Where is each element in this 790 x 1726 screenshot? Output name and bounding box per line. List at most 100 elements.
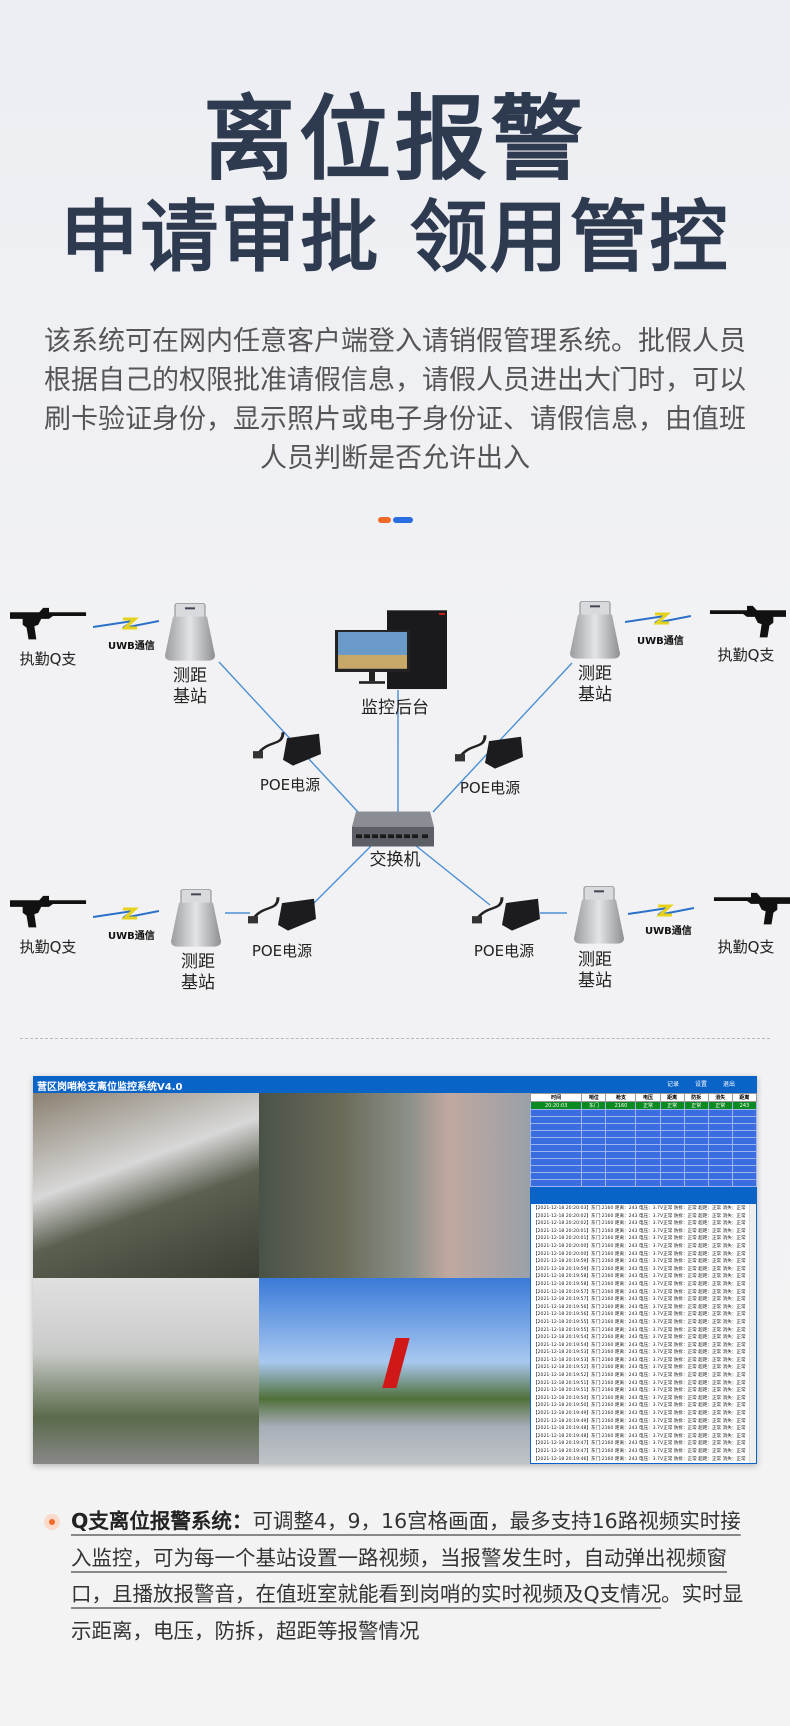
uwb-label: UWB通信	[645, 926, 692, 937]
table-cell	[707, 1137, 733, 1145]
uwb-label: UWB通信	[637, 636, 684, 647]
log-entry: 【2021-12-18 20:19:53】东门:2160 距离：243 电压：3…	[533, 1357, 746, 1363]
table-cell	[529, 1179, 583, 1187]
table-cell	[581, 1151, 607, 1159]
switch-label: 交换机	[369, 850, 421, 870]
log-entry: 【2021-12-18 20:19:48】东门:2160 距离：243 电压：3…	[533, 1433, 746, 1439]
table-cell	[581, 1172, 607, 1180]
log-entry: 【2021-12-18 20:19:51】东门:2160 距离：243 电压：3…	[533, 1380, 746, 1386]
table-cell	[529, 1109, 583, 1117]
log-entry: 【2021-12-18 20:20:02】东门:2160 距离：243 电压：3…	[533, 1213, 746, 1219]
table-row[interactable]	[529, 1130, 758, 1138]
table-cell	[731, 1158, 758, 1166]
table-cell	[635, 1172, 661, 1180]
rifle-icon	[713, 892, 790, 925]
video-feed-3[interactable]	[33, 1278, 259, 1464]
log-entry: 【2021-12-18 20:20:00】东门:2160 距离：243 电压：3…	[533, 1243, 746, 1249]
table-cell	[707, 1130, 733, 1138]
column-header: 电压	[635, 1093, 661, 1102]
table-cell	[635, 1144, 661, 1152]
log-scrollbar[interactable]	[749, 1204, 756, 1463]
table-row[interactable]	[529, 1158, 758, 1166]
log-entry: 【2021-12-18 20:19:52】东门:2160 距离：243 电压：3…	[533, 1373, 746, 1379]
table-row[interactable]	[529, 1109, 758, 1117]
log-entry: 【2021-12-18 20:19:47】东门:2160 距离：243 电压：3…	[533, 1441, 746, 1447]
table-cell	[529, 1158, 583, 1166]
gun-label: 执勤Q支	[717, 938, 775, 956]
monitor-label: 监控后台	[361, 698, 429, 718]
menu-record[interactable]: 记录	[667, 1081, 680, 1088]
log-entry: 【2021-12-18 20:20:01】东门:2160 距离：243 电压：3…	[533, 1236, 746, 1242]
table-cell	[707, 1179, 733, 1187]
table-row[interactable]	[529, 1116, 758, 1124]
table-cell	[605, 1158, 637, 1166]
title-line-1: 离位报警	[202, 86, 587, 193]
table-cell	[529, 1144, 583, 1152]
indicator-dot-blue	[393, 517, 413, 523]
table-row[interactable]	[529, 1172, 758, 1180]
table-cell	[605, 1123, 637, 1131]
feature-body: 可调整4，9，16宫格画面，最多支持16路视频实时接入监控，可为每一个基站设置一…	[71, 1509, 741, 1606]
table-cell	[605, 1137, 637, 1145]
wireless-signal-icon	[93, 907, 159, 920]
table-cell	[635, 1137, 661, 1145]
table-row[interactable]	[529, 1144, 758, 1152]
table-row[interactable]	[529, 1123, 758, 1131]
network-diagram: 执勤Q支 执勤Q支 执勤Q支 执勤Q支 UWB通信 UWB通信 UWB通信 UW…	[10, 601, 790, 994]
log-entry: 【2021-12-18 20:19:59】东门:2160 距离：243 电压：3…	[533, 1266, 746, 1272]
wireless-signal-icon	[93, 617, 159, 630]
connection-lines	[218, 661, 573, 914]
table-cell	[683, 1179, 709, 1187]
table-cell	[683, 1137, 709, 1145]
video-feed-4[interactable]	[259, 1278, 530, 1464]
wireless-signal-icon	[628, 904, 694, 917]
flag-sculpture	[382, 1338, 410, 1388]
section-divider	[20, 1038, 770, 1039]
table-cell	[581, 1179, 607, 1187]
table-row[interactable]	[529, 1179, 758, 1187]
table-cell	[683, 1151, 709, 1159]
log-entry: 【2021-12-18 20:19:54】东门:2160 距离：243 电压：3…	[533, 1342, 746, 1348]
table-cell	[529, 1165, 583, 1173]
table-cell	[605, 1130, 637, 1138]
table-cell	[731, 1123, 758, 1131]
table-cell	[605, 1109, 637, 1117]
table-cell: 243	[731, 1101, 758, 1110]
menu-settings[interactable]: 设置	[695, 1081, 708, 1088]
table-cell	[605, 1151, 637, 1159]
base-label-1: 测距	[181, 952, 215, 972]
base-station-label: 测距基站	[178, 952, 218, 994]
table-row[interactable]	[529, 1151, 758, 1159]
table-cell	[529, 1130, 583, 1138]
column-header: 距离	[659, 1093, 685, 1102]
event-log[interactable]: 【2021-12-18 20:20:03】东门:2160 距离：243 电压：3…	[531, 1204, 756, 1463]
table-row[interactable]	[529, 1165, 758, 1173]
table-row[interactable]	[529, 1137, 758, 1145]
gun-label: 执勤Q支	[717, 646, 775, 664]
base-station-icon	[171, 889, 221, 947]
table-cell	[581, 1123, 607, 1131]
table-cell	[529, 1123, 583, 1131]
table-cell	[659, 1123, 685, 1131]
table-cell	[731, 1116, 758, 1124]
table-cell	[529, 1137, 583, 1145]
uwb-label: UWB通信	[108, 931, 155, 942]
feature-description: Q支离位报警系统：可调整4，9，16宫格画面，最多支持16路视频实时接入监控，可…	[71, 1503, 761, 1649]
log-entry: 【2021-12-18 20:19:59】东门:2160 距离：243 电压：3…	[533, 1259, 746, 1265]
menu-exit[interactable]: 退出	[723, 1081, 736, 1088]
table-cell	[605, 1172, 637, 1180]
table-cell	[707, 1116, 733, 1124]
table-cell	[581, 1137, 607, 1145]
video-feed-2[interactable]	[259, 1093, 530, 1278]
table-cell	[683, 1109, 709, 1117]
video-feed-1[interactable]	[33, 1093, 259, 1278]
log-entry: 【2021-12-18 20:19:57】东门:2160 距离：243 电压：3…	[533, 1289, 746, 1295]
table-cell	[635, 1130, 661, 1138]
table-cell	[707, 1123, 733, 1131]
base-station-icon	[570, 601, 620, 659]
base-label-1: 测距	[173, 666, 207, 686]
log-entry: 【2021-12-18 20:19:56】东门:2160 距离：243 电压：3…	[533, 1304, 746, 1310]
table-cell	[707, 1165, 733, 1173]
table-cell	[683, 1130, 709, 1138]
